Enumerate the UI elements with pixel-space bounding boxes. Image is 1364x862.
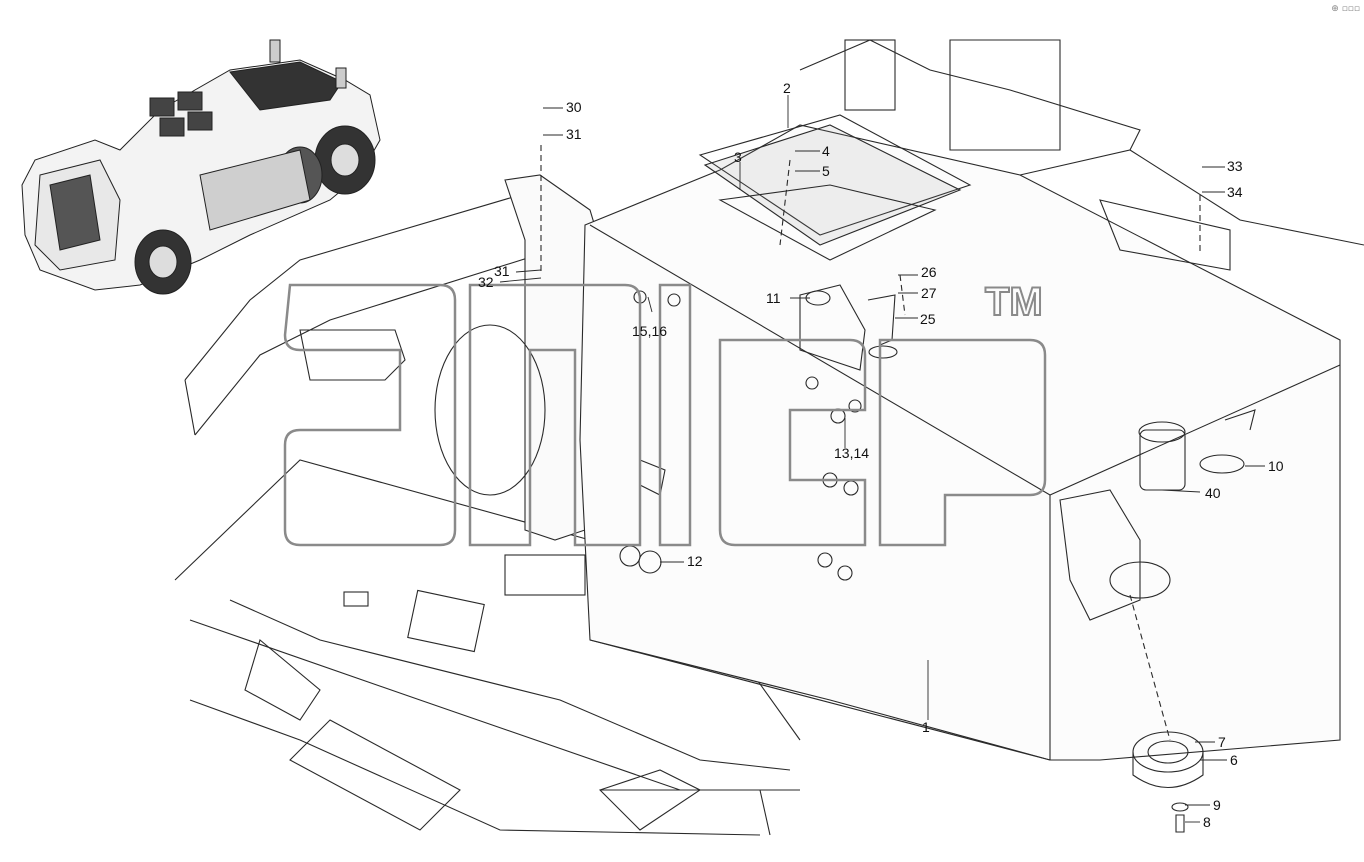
callout-11: 11 bbox=[766, 290, 781, 306]
callout-1: 1 bbox=[922, 719, 930, 735]
callout-31-side: 31 bbox=[494, 263, 510, 279]
machine-thumbnail bbox=[21, 39, 381, 295]
callout-13-14: 13,14 bbox=[834, 445, 869, 461]
callout-8: 8 bbox=[1203, 814, 1211, 830]
callout-30: 30 bbox=[566, 99, 582, 115]
watermark: TM bbox=[283, 279, 1047, 547]
callout-10: 10 bbox=[1268, 458, 1284, 474]
callout-15-16: 15,16 bbox=[632, 323, 667, 339]
callout-6: 6 bbox=[1230, 752, 1238, 768]
callout-labels: 30 31 2 3 4 5 33 34 31 32 15,16 11 26 27… bbox=[478, 80, 1284, 830]
callout-4: 4 bbox=[822, 143, 830, 159]
callout-27: 27 bbox=[921, 285, 937, 301]
callout-7: 7 bbox=[1218, 734, 1226, 750]
trademark-mark: TM bbox=[985, 280, 1043, 324]
corner-tool-icons: ⊕ ▫▫▫ bbox=[1331, 4, 1360, 14]
callout-5: 5 bbox=[822, 163, 830, 179]
callout-12: 12 bbox=[687, 553, 703, 569]
callout-26: 26 bbox=[921, 264, 937, 280]
frame-structure bbox=[174, 39, 1364, 836]
callout-9: 9 bbox=[1213, 797, 1221, 813]
callout-3: 3 bbox=[734, 149, 742, 165]
callout-33: 33 bbox=[1227, 158, 1243, 174]
callout-40: 40 bbox=[1205, 485, 1221, 501]
callout-31-top: 31 bbox=[566, 126, 582, 142]
callout-34: 34 bbox=[1227, 184, 1243, 200]
callout-2: 2 bbox=[783, 80, 791, 96]
callout-25: 25 bbox=[920, 311, 936, 327]
leader-lines bbox=[499, 95, 1265, 823]
callout-32: 32 bbox=[478, 274, 494, 290]
